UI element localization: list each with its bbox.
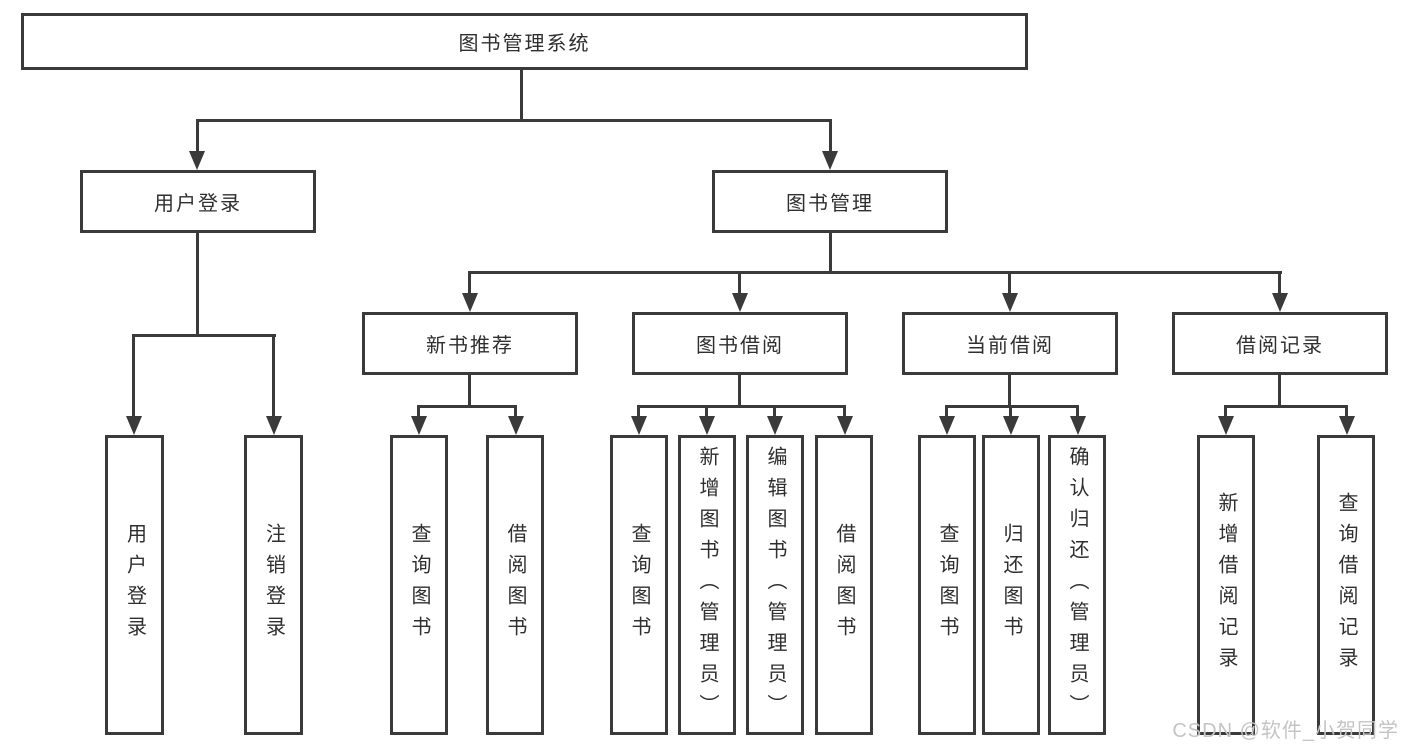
leaf-label: 新增借阅记录: [1215, 492, 1237, 678]
leaf-label: 用户登录: [123, 523, 146, 647]
leaf-label: 借阅图书: [833, 523, 855, 647]
connector-line: [843, 407, 846, 417]
leaf-label: 查询图书: [408, 523, 430, 647]
connector-line: [1278, 273, 1281, 295]
arrowhead-icon: [1070, 416, 1086, 435]
node-borrow-records: 借阅记录: [1172, 312, 1388, 375]
leaf-borrow-books-1: 借阅图书: [486, 435, 544, 735]
connector-line: [1224, 405, 1348, 408]
leaf-query-books-3: 查询图书: [918, 435, 976, 735]
node-label: 用户登录: [154, 193, 242, 215]
leaf-label: 查询图书: [628, 523, 650, 647]
connector-line: [738, 375, 741, 407]
arrowhead-icon: [462, 293, 478, 312]
csdn-watermark: CSDN @软件_小贺同学: [1172, 720, 1399, 742]
connector-line: [468, 273, 471, 295]
node-label: 借阅记录: [1236, 335, 1324, 357]
arrowhead-icon: [1002, 293, 1018, 312]
connector-line: [1008, 375, 1011, 407]
node-label: 图书借阅: [696, 335, 784, 357]
arrowhead-icon: [939, 416, 955, 435]
leaf-label: 编辑图书（管理员）: [764, 445, 786, 725]
leaf-add-borrow-record: 新增借阅记录: [1197, 435, 1255, 735]
leaf-query-borrow-record: 查询借阅记录: [1317, 435, 1375, 735]
leaf-user-login: 用户登录: [105, 435, 164, 735]
node-label: 当前借阅: [966, 335, 1054, 357]
arrowhead-icon: [767, 416, 783, 435]
leaf-label: 确认归还（管理员）: [1066, 445, 1088, 725]
node-label: 新书推荐: [426, 335, 514, 357]
connector-line: [1076, 407, 1079, 417]
connector-line: [132, 334, 276, 337]
leaf-confirm-return-admin: 确认归还（管理员）: [1048, 435, 1106, 735]
arrowhead-icon: [1272, 293, 1288, 312]
arrowhead-icon: [822, 151, 838, 170]
node-user-login: 用户登录: [80, 170, 316, 233]
arrowhead-icon: [631, 416, 647, 435]
node-current-borrowing: 当前借阅: [902, 312, 1118, 375]
connector-line: [705, 407, 708, 417]
connector-line: [1345, 407, 1348, 417]
connector-line: [468, 375, 471, 407]
connector-line: [637, 407, 640, 417]
connector-line: [637, 405, 846, 408]
node-library-system: 图书管理系统: [21, 13, 1028, 70]
leaf-label: 注销登录: [262, 523, 285, 647]
arrowhead-icon: [411, 416, 427, 435]
connector-line: [132, 336, 135, 416]
node-label: 图书管理: [786, 193, 874, 215]
leaf-query-books-2: 查询图书: [610, 435, 668, 735]
leaf-borrow-books-2: 借阅图书: [815, 435, 873, 735]
leaf-return-books: 归还图书: [982, 435, 1040, 735]
leaf-label: 查询图书: [936, 523, 958, 647]
node-book-management: 图书管理: [712, 170, 948, 233]
arrowhead-icon: [1339, 416, 1355, 435]
connector-line: [1224, 407, 1227, 417]
leaf-label: 查询借阅记录: [1335, 492, 1357, 678]
leaf-logout: 注销登录: [244, 435, 303, 735]
connector-line: [514, 407, 517, 417]
arrowhead-icon: [266, 416, 282, 435]
arrowhead-icon: [732, 293, 748, 312]
leaf-query-books-1: 查询图书: [390, 435, 448, 735]
connector-line: [829, 233, 832, 273]
arrowhead-icon: [1218, 416, 1234, 435]
leaf-label: 归还图书: [1000, 523, 1022, 647]
arrowhead-icon: [699, 416, 715, 435]
leaf-label: 新增图书（管理员）: [696, 445, 718, 725]
node-book-borrowing: 图书借阅: [632, 312, 848, 375]
connector-line: [738, 273, 741, 295]
arrowhead-icon: [189, 151, 205, 170]
leaf-add-books-admin: 新增图书（管理员）: [678, 435, 736, 735]
connector-line: [520, 69, 523, 121]
connector-line: [945, 405, 1079, 408]
node-new-book-recommend: 新书推荐: [362, 312, 578, 375]
connector-line: [196, 119, 832, 122]
arrowhead-icon: [126, 416, 142, 435]
connector-line: [417, 407, 420, 417]
connector-line: [1278, 375, 1281, 407]
connector-line: [1008, 273, 1011, 295]
connector-line: [196, 121, 199, 152]
connector-line: [829, 121, 832, 152]
connector-line: [773, 407, 776, 417]
leaf-label: 借阅图书: [504, 523, 526, 647]
connector-line: [945, 407, 948, 417]
connector-line: [272, 336, 275, 416]
leaf-edit-books-admin: 编辑图书（管理员）: [746, 435, 804, 735]
arrowhead-icon: [1003, 416, 1019, 435]
connector-line: [1009, 407, 1012, 417]
node-label: 图书管理系统: [458, 33, 591, 55]
arrowhead-icon: [508, 416, 524, 435]
connector-line: [417, 405, 517, 408]
connector-line: [196, 233, 199, 336]
connector-line: [468, 271, 1282, 274]
arrowhead-icon: [837, 416, 853, 435]
